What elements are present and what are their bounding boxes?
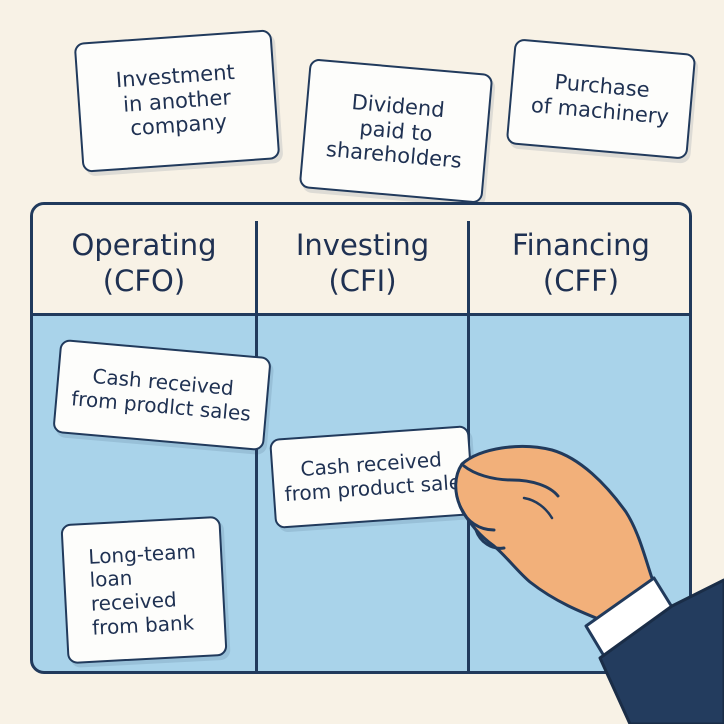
- hand-knuckle: [522, 496, 554, 520]
- column-code: (CFF): [542, 264, 620, 299]
- column-code: (CFI): [328, 264, 397, 299]
- column-title: Investing: [295, 228, 430, 262]
- column-header-financing: Financing (CFF): [470, 227, 689, 300]
- hand-illustration: [454, 444, 724, 724]
- suit-sleeve: [598, 578, 724, 724]
- column-header-investing: Investing (CFI): [258, 227, 467, 300]
- column-title: Financing: [512, 228, 650, 262]
- column-header-operating: Operating (CFO): [33, 227, 255, 300]
- column-title: Operating: [71, 228, 217, 262]
- card-purchase-of-machinery[interactable]: Purchase of machinery: [505, 38, 697, 160]
- hand-finger: [474, 528, 506, 550]
- card-cash-received-from-product-sales[interactable]: Cash received from prodlct sales: [52, 338, 272, 452]
- board-header: [33, 205, 689, 316]
- card-dividend-paid-to-shareholders[interactable]: Dividend paid to shareholders: [298, 58, 494, 204]
- hand-finger: [458, 504, 496, 532]
- card-line: from bank: [91, 610, 195, 640]
- card-long-term-loan-received-from-bank[interactable]: Long-team loan received from bank: [60, 515, 228, 665]
- column-code: (CFO): [102, 264, 186, 299]
- hand-thumb: [462, 464, 560, 498]
- card-investment-in-another-company[interactable]: Investment in another company: [73, 29, 281, 173]
